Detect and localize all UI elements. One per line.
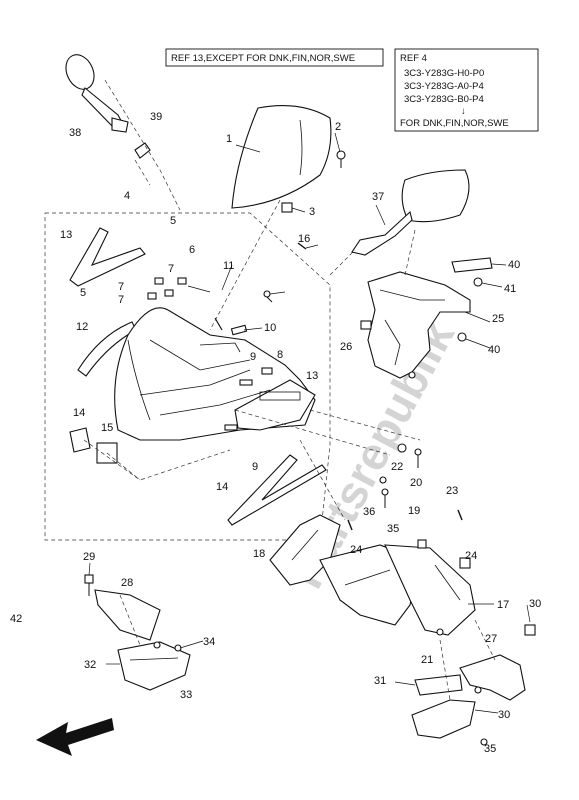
- callout-35: 35: [484, 743, 496, 755]
- callout-17: 17: [497, 599, 509, 611]
- inner-panel: [234, 379, 316, 431]
- callout-29: 29: [83, 551, 95, 563]
- decal-lower: [227, 454, 327, 526]
- callout-30: 30: [529, 598, 541, 610]
- callout-23: 23: [446, 485, 458, 497]
- screw-part-2: [336, 150, 346, 168]
- callout-18: 18: [253, 548, 265, 560]
- clip-part-9: [224, 379, 253, 431]
- callout-42: 42: [10, 613, 22, 625]
- ref4-code: 3C3-Y283G-H0-P0: [404, 68, 484, 79]
- callout-40: 40: [508, 259, 520, 271]
- mirror-right: [351, 169, 470, 256]
- callout-5: 5: [170, 215, 176, 227]
- bolt-part-27: [360, 320, 372, 330]
- callout-22: 22: [391, 461, 403, 473]
- side-panel-right: [384, 544, 476, 636]
- callout-labels: 1234556777899101112131314141516171819202…: [10, 111, 541, 755]
- clip-part-8: [261, 367, 273, 375]
- callout-30: 30: [498, 709, 510, 721]
- callout-28: 28: [121, 577, 133, 589]
- callout-6: 6: [189, 244, 195, 256]
- decal-upper: [69, 227, 146, 287]
- callout-9: 9: [252, 461, 258, 473]
- screw-part-12: [263, 290, 273, 303]
- rivet-part-11: [214, 317, 223, 331]
- ref13-note: REF 13,EXCEPT FOR DNK,FIN,NOR,SWE: [165, 48, 384, 67]
- callout-11: 11: [223, 260, 234, 272]
- cowling-assembly-boundary: [44, 212, 331, 541]
- lower-bracket-right: [411, 654, 526, 739]
- leader-lines: [83, 79, 531, 714]
- callout-14: 14: [73, 407, 85, 419]
- callout-7: 7: [118, 281, 124, 293]
- callout-24: 24: [350, 544, 362, 556]
- lower-bracket-left: [94, 589, 191, 691]
- callout-5: 5: [80, 287, 86, 299]
- bolt-part-30-left: [84, 574, 94, 596]
- clip-part-5-7: [147, 277, 211, 300]
- windscreen-edge: [299, 119, 303, 176]
- side-panel-left: [269, 514, 341, 586]
- callout-10: 10: [264, 322, 276, 334]
- ref4-code: 3C3-Y283G-A0-P4: [404, 81, 484, 92]
- ref13-text: REF 13,EXCEPT FOR DNK,FIN,NOR,SWE: [171, 53, 355, 64]
- nut-part-42: [473, 277, 483, 287]
- windscreen: [231, 105, 332, 209]
- front-arrow-icon: [36, 718, 114, 756]
- ref4-note: REF 4 3C3-Y283G-H0-P0 3C3-Y283G-A0-P4 3C…: [394, 48, 539, 132]
- ref4-arrow: ↓: [461, 106, 466, 117]
- cowling-stay-bracket: [367, 271, 471, 379]
- callout-7: 7: [168, 263, 174, 275]
- callout-31: 31: [374, 675, 386, 687]
- screw-part-17: [297, 242, 307, 250]
- bolt-part-30-right: [524, 624, 536, 636]
- callout-20: 20: [410, 477, 422, 489]
- callout-3: 3: [309, 206, 315, 218]
- callout-16: 16: [298, 233, 310, 245]
- mirror-left: [65, 54, 129, 133]
- callout-8: 8: [277, 349, 283, 361]
- nut-part-41: [457, 332, 467, 342]
- grommet-left: [134, 142, 151, 159]
- callout-26: 26: [340, 341, 352, 353]
- callout-14: 14: [216, 481, 228, 493]
- nut-part-3: [281, 202, 293, 213]
- callout-15: 15: [101, 422, 113, 434]
- callout-36: 36: [363, 506, 375, 518]
- callout-13: 13: [60, 229, 72, 241]
- callout-39: 39: [150, 111, 162, 123]
- callout-12: 12: [76, 321, 88, 333]
- callout-38: 38: [69, 127, 81, 139]
- callout-21: 21: [421, 654, 433, 666]
- ref4-title: REF 4: [400, 53, 427, 64]
- callout-2: 2: [335, 121, 341, 133]
- callout-4: 4: [124, 190, 130, 202]
- callout-13: 13: [306, 370, 318, 382]
- callout-35: 35: [387, 523, 399, 535]
- nut-part-35-right: [480, 738, 488, 746]
- callout-24: 24: [465, 550, 477, 562]
- callout-41: 41: [504, 283, 516, 295]
- ref4-for: FOR DNK,FIN,NOR,SWE: [400, 118, 509, 129]
- callout-9: 9: [250, 351, 256, 363]
- callout-34: 34: [203, 636, 215, 648]
- callout-7: 7: [118, 294, 124, 306]
- callout-1: 1: [226, 133, 232, 145]
- ref4-code: 3C3-Y283G-B0-P4: [404, 94, 484, 105]
- callout-32: 32: [84, 659, 96, 671]
- callout-37: 37: [372, 191, 384, 203]
- inner-panel-slot: [259, 391, 301, 401]
- callout-33: 33: [180, 689, 192, 701]
- clip-part-10: [230, 324, 248, 336]
- callout-25: 25: [492, 313, 504, 325]
- callout-27: 27: [485, 633, 497, 645]
- fasteners-small: [347, 443, 471, 636]
- bracket-part-40-right: [451, 257, 493, 273]
- callout-40: 40: [488, 344, 500, 356]
- callout-19: 19: [408, 505, 420, 517]
- grommet-part-15: [69, 427, 91, 453]
